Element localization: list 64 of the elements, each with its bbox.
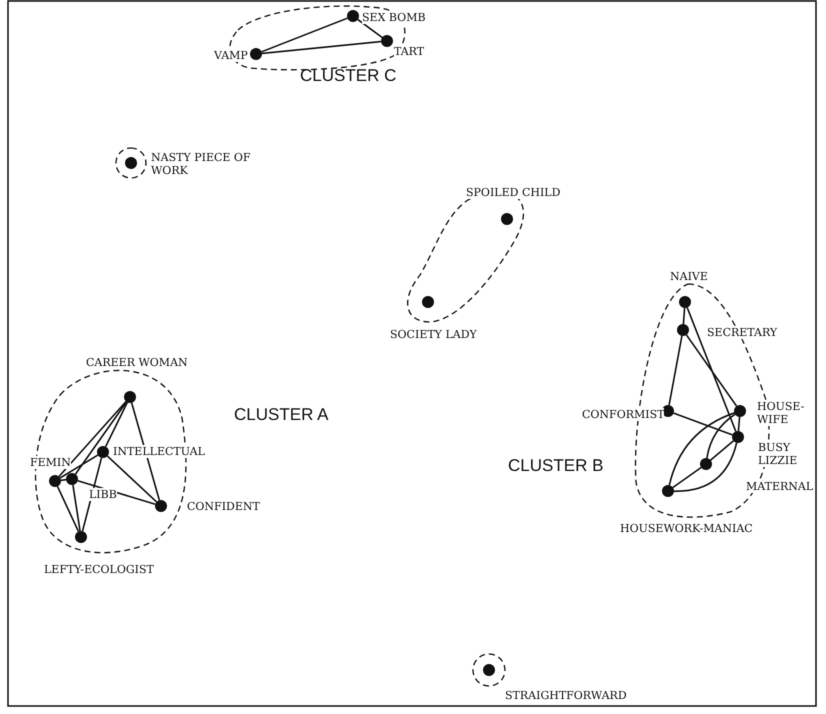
- point-label: HOUSEWORK-MANIAC: [620, 522, 753, 535]
- point-label: HOUSE-WIFE: [757, 400, 803, 426]
- data-point-dot: [679, 296, 691, 308]
- point-label: NAIVE: [670, 270, 708, 283]
- data-point-dot: [381, 35, 393, 47]
- connecting-line: [706, 414, 736, 458]
- point-label: SOCIETY LADY: [390, 328, 477, 341]
- point-label: NASTY PIECE OF WORK: [151, 151, 251, 177]
- point-label: SEX BOMB: [362, 11, 426, 24]
- data-point-dot: [734, 405, 746, 417]
- connecting-line: [738, 416, 740, 432]
- connecting-line: [56, 486, 80, 532]
- cluster-label: CLUSTER B: [508, 456, 604, 476]
- data-point-dot: [700, 458, 712, 470]
- point-label: SPOILED CHILD: [466, 186, 560, 199]
- point-label: CONFORMIST: [582, 408, 664, 421]
- connecting-line: [668, 336, 683, 406]
- point-label: LIBB: [89, 488, 117, 501]
- point-label: LEFTY-ECOLOGIST: [44, 563, 154, 576]
- data-point-dot: [483, 664, 495, 676]
- data-point-dot: [155, 500, 167, 512]
- connecting-line: [686, 307, 737, 432]
- connecting-line: [672, 466, 702, 488]
- point-label: SECRETARY: [707, 326, 778, 339]
- connecting-line: [710, 440, 734, 461]
- cluster-label: CLUSTER A: [234, 405, 328, 425]
- connecting-line: [357, 18, 383, 38]
- connecting-line: [104, 402, 128, 447]
- connecting-line: [262, 40, 382, 54]
- connecting-line: [130, 402, 160, 500]
- connecting-line: [60, 478, 66, 482]
- connecting-line: [60, 454, 98, 479]
- point-label: CAREER WOMAN: [86, 356, 188, 369]
- data-point-dot: [501, 213, 513, 225]
- connecting-line: [673, 412, 733, 436]
- point-label: INTELLECTUAL: [113, 445, 205, 458]
- connecting-line: [674, 442, 738, 492]
- data-point-dot: [732, 431, 744, 443]
- data-point-dot: [124, 391, 136, 403]
- data-point-dot: [422, 296, 434, 308]
- connecting-line: [106, 456, 158, 502]
- data-point-dot: [347, 10, 359, 22]
- connecting-line: [682, 308, 686, 324]
- data-point-dot: [125, 157, 137, 169]
- connecting-line: [261, 17, 348, 53]
- connecting-line: [686, 334, 738, 407]
- cluster-label: CLUSTER C: [300, 66, 396, 86]
- point-label: CONFIDENT: [187, 500, 260, 513]
- data-point-dot: [49, 475, 61, 487]
- point-label: TART: [394, 45, 424, 58]
- connecting-line: [74, 401, 128, 475]
- data-point-dot: [97, 446, 109, 458]
- point-label: FEMIN: [30, 456, 71, 469]
- data-point-dot: [250, 48, 262, 60]
- point-label: STRAIGHTFORWARD: [505, 689, 627, 702]
- data-point-dot: [75, 531, 87, 543]
- data-point-dot: [662, 485, 674, 497]
- data-point-dot: [66, 473, 78, 485]
- point-label: MATERNAL: [746, 480, 814, 493]
- data-point-dot: [677, 324, 689, 336]
- connecting-line: [668, 412, 735, 486]
- connecting-line: [58, 400, 127, 478]
- point-label: VAMP: [214, 49, 248, 62]
- connecting-line: [72, 484, 81, 532]
